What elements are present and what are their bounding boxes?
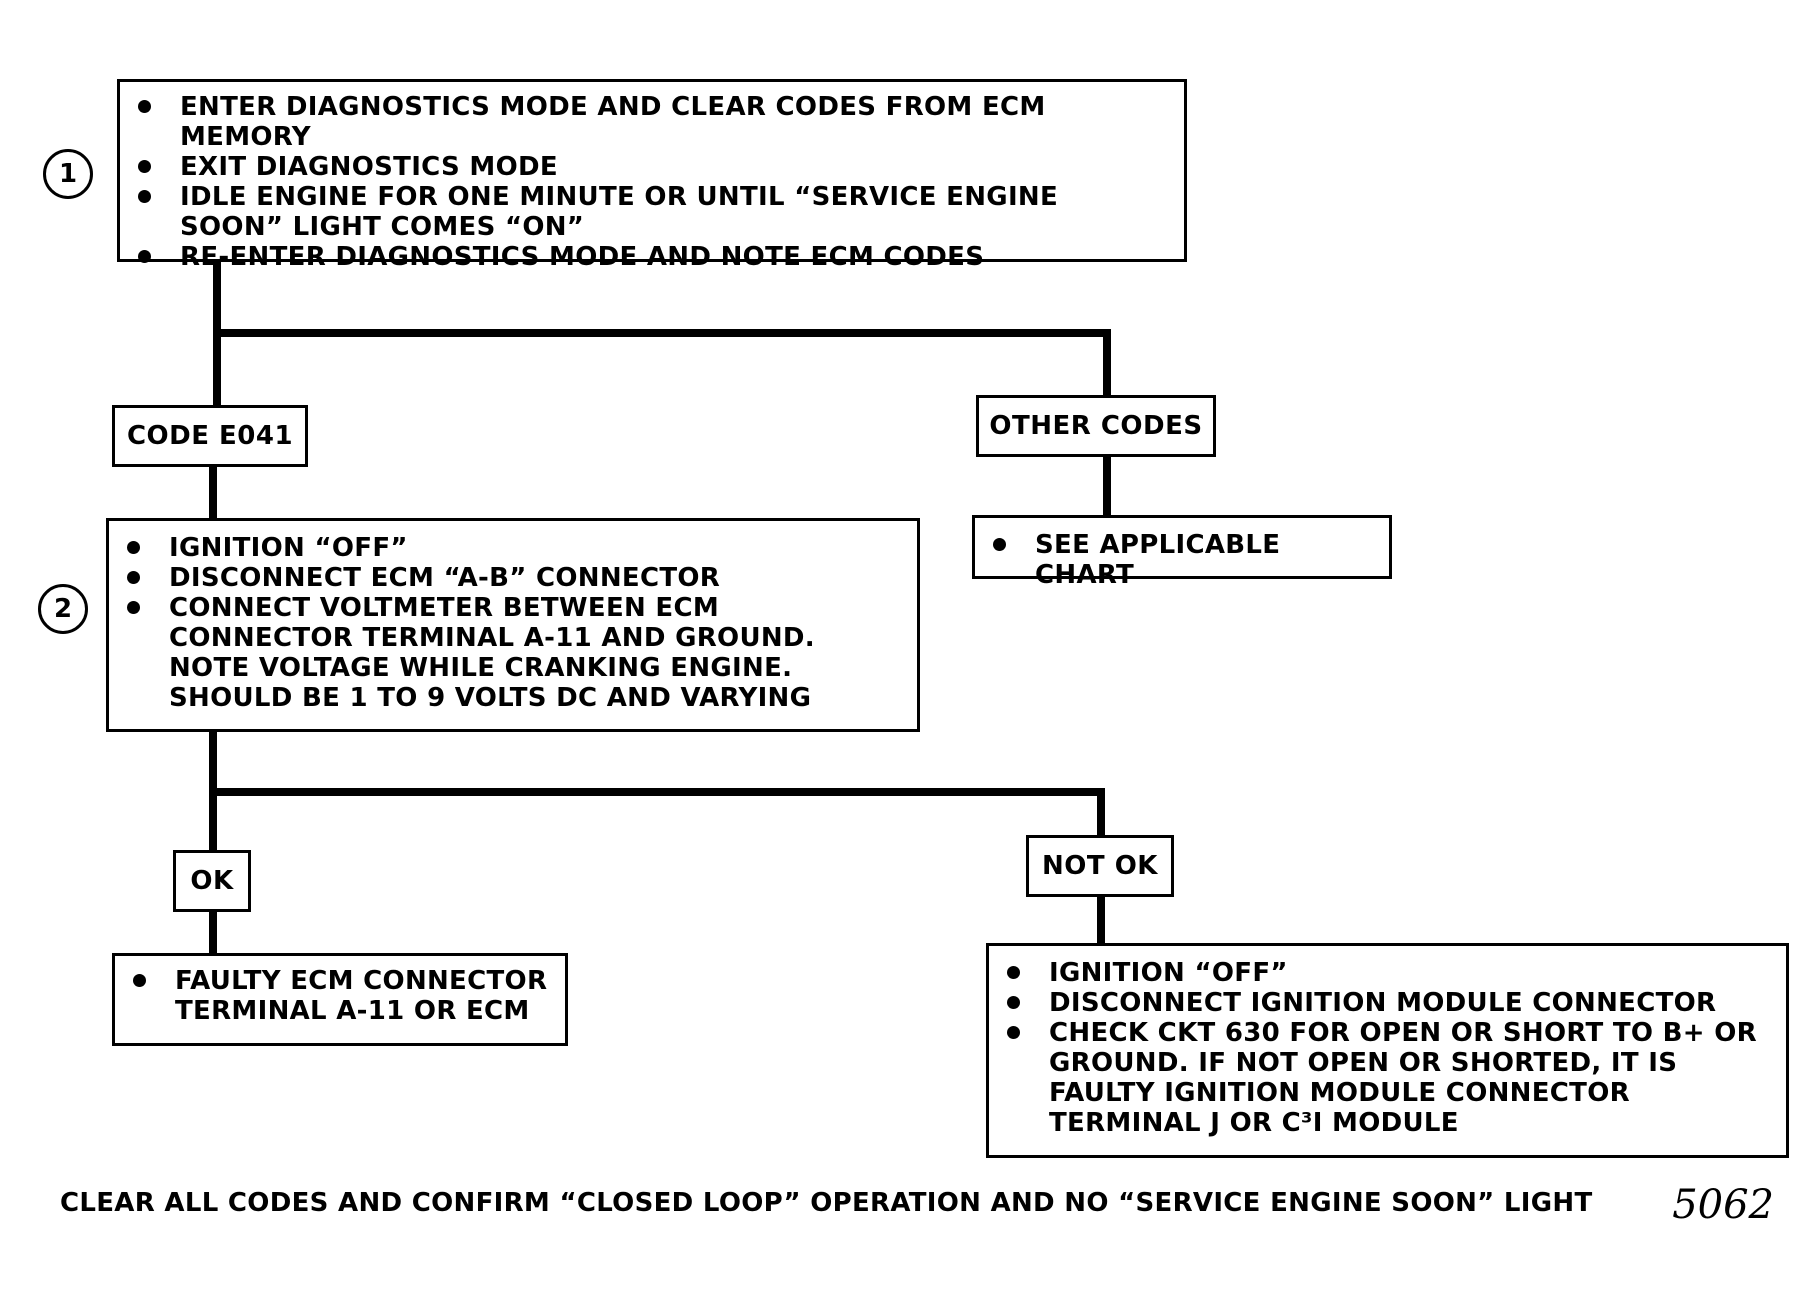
bullet-icon xyxy=(127,601,140,614)
step1-item: RE-ENTER DIAGNOSTICS MODE AND NOTE ECM C… xyxy=(138,242,1164,272)
bullet-icon xyxy=(127,571,140,584)
step1-item: IDLE ENGINE FOR ONE MINUTE OR UNTIL “SER… xyxy=(138,182,1140,242)
ok-result-box: FAULTY ECM CONNECTOR TERMINAL A-11 OR EC… xyxy=(112,953,568,1046)
bullet-icon xyxy=(1007,996,1020,1009)
bullet-icon xyxy=(993,538,1006,551)
bullet-icon xyxy=(133,974,146,987)
bullet-icon xyxy=(1007,966,1020,979)
not-ok-result-box: IGNITION “OFF” DISCONNECT IGNITION MODUL… xyxy=(986,943,1789,1158)
not-ok-list: IGNITION “OFF” DISCONNECT IGNITION MODUL… xyxy=(1007,958,1766,1138)
bullet-icon xyxy=(127,541,140,554)
other-codes-result: SEE APPLICABLE CHART xyxy=(972,515,1392,590)
step2-box: IGNITION “OFF” DISCONNECT ECM “A-B” CONN… xyxy=(106,518,920,732)
step-number-2: 2 xyxy=(38,584,88,634)
bullet-icon xyxy=(138,190,151,203)
bullet-icon xyxy=(1007,1026,1020,1039)
step2-item: DISCONNECT ECM “A-B” CONNECTOR xyxy=(127,563,903,593)
not-ok-item: DISCONNECT IGNITION MODULE CONNECTOR xyxy=(1007,988,1766,1018)
result-item: FAULTY ECM CONNECTOR TERMINAL A-11 OR EC… xyxy=(133,966,551,1026)
code-e041-label: CODE E041 xyxy=(112,405,308,467)
ok-label: OK xyxy=(173,850,251,912)
other-codes-label: OTHER CODES xyxy=(976,395,1216,457)
step2-item: IGNITION “OFF” xyxy=(127,533,903,563)
step1-item: EXIT DIAGNOSTICS MODE xyxy=(138,152,1164,182)
step1-list: ENTER DIAGNOSTICS MODE AND CLEAR CODES F… xyxy=(138,92,1164,272)
step1-box: ENTER DIAGNOSTICS MODE AND CLEAR CODES F… xyxy=(117,79,1187,272)
figure-number: 5062 xyxy=(1672,1182,1774,1228)
not-ok-item: CHECK CKT 630 FOR OPEN OR SHORT TO B+ OR… xyxy=(1007,1018,1766,1138)
step1-item: ENTER DIAGNOSTICS MODE AND CLEAR CODES F… xyxy=(138,92,1164,152)
footer-instruction: CLEAR ALL CODES AND CONFIRM “CLOSED LOOP… xyxy=(60,1188,1593,1218)
bullet-icon xyxy=(138,160,151,173)
not-ok-item: IGNITION “OFF” xyxy=(1007,958,1766,988)
step2-item: CONNECT VOLTMETER BETWEEN ECM CONNECTOR … xyxy=(127,593,889,713)
result-item: SEE APPLICABLE CHART xyxy=(993,530,1369,590)
step2-list: IGNITION “OFF” DISCONNECT ECM “A-B” CONN… xyxy=(127,533,903,713)
step-number-1: 1 xyxy=(43,149,93,199)
bullet-icon xyxy=(138,250,151,263)
bullet-icon xyxy=(138,100,151,113)
not-ok-label: NOT OK xyxy=(1026,835,1174,897)
